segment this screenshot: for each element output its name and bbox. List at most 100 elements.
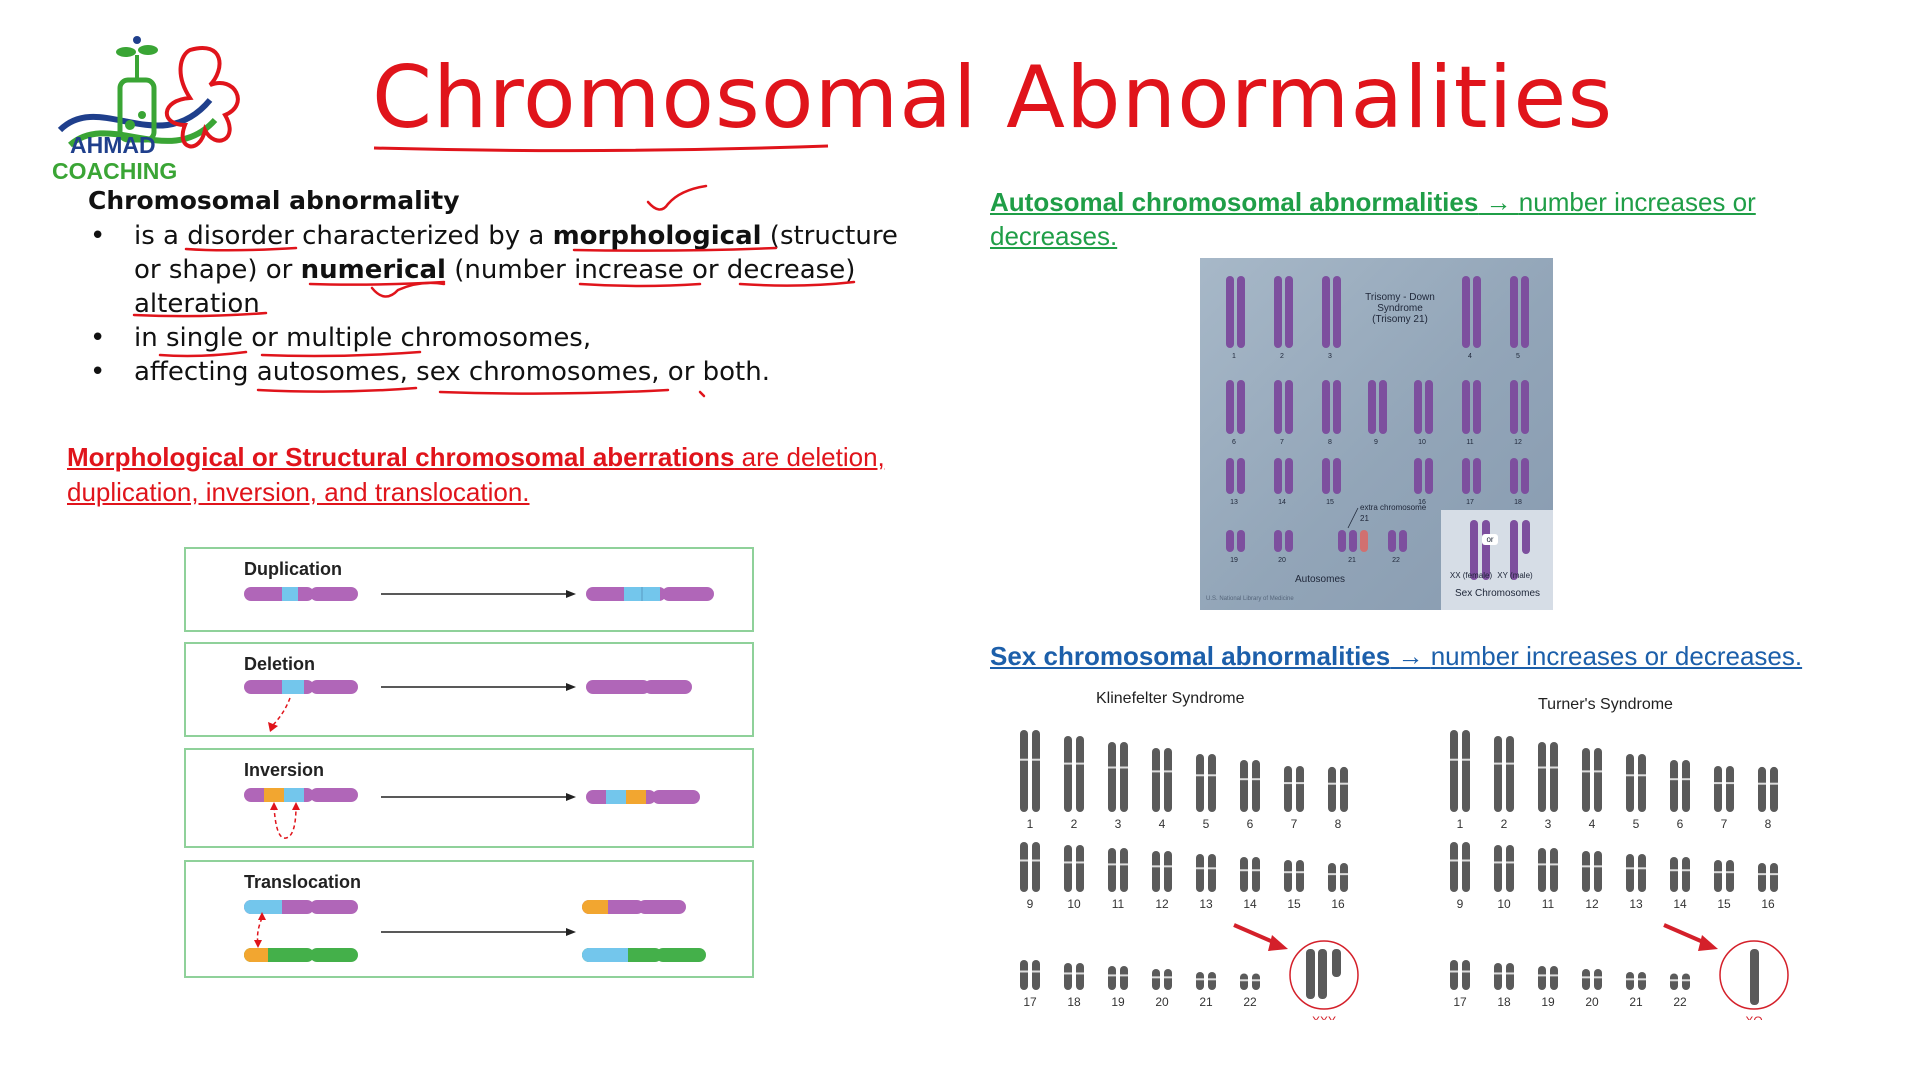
chromosome-band [1770,873,1778,876]
chromosome-band [1494,762,1502,765]
chromosome-8 [1328,766,1336,812]
chromosome-number-label: 19 [1230,557,1238,564]
chromosome-band [1240,869,1248,872]
chromosome-3 [1120,742,1128,812]
chromosome-4 [1152,748,1160,812]
chromosome-band [1284,871,1292,874]
chromosome-number-label: 22 [1392,557,1400,564]
chromosome-12 [1510,380,1518,434]
chromosome-21 [1208,972,1216,990]
chromosome-8 [1340,766,1348,812]
chromosome-5 [1521,276,1529,348]
chromosome-band [1626,978,1634,981]
chromosome-band [1506,972,1514,975]
bullet-item: • is a disorder characterized by a morph… [88,219,938,321]
chromosome-16 [1340,863,1348,892]
chromosome-16 [1758,863,1766,892]
chromosome-band [1328,873,1336,876]
trisomy-label: Trisomy - Down Syndrome (Trisomy 21) [1365,292,1435,325]
chromosome-band [1670,979,1678,982]
chromosome-band [1594,865,1602,868]
bullet-item: • affecting autosomes, sex chromosomes, … [88,355,938,389]
autosomes-label: Autosomes [1294,574,1346,585]
extra-chromosome-pointer [1347,507,1359,529]
chromosome-number-label: 22 [1243,995,1257,1009]
chromosome-20 [1164,969,1172,990]
chromosome-band [1582,770,1590,773]
chromosome-band [1064,762,1072,765]
chromosome-band [1450,859,1458,862]
chromosome-1 [1462,730,1470,812]
chromosome-7 [1714,766,1722,812]
chromosome-band [1252,869,1260,872]
chromosome-band [1064,972,1072,975]
chromosome-number-label: 11 [1112,897,1125,911]
chromosome-2 [1076,736,1084,812]
chromosome-4 [1594,748,1602,812]
image-credit: U.S. National Library of Medicine [1206,596,1294,602]
chromosome-14 [1682,857,1690,892]
chromosome-17 [1032,960,1040,990]
chromosome-14 [1274,458,1282,494]
chromosome-number-label: 17 [1023,995,1037,1009]
chromosome-22 [1388,530,1396,552]
sex-chromosome [1332,949,1341,977]
inversion-label: Inversion [244,760,325,780]
chromosome-band [1506,861,1514,864]
chromosome-10 [1506,845,1514,892]
chromosome-13 [1237,458,1245,494]
klinefelter-title: Klinefelter Syndrome [1096,690,1245,707]
chromosome-number-label: 1 [1457,817,1464,831]
chromosome-5 [1208,754,1216,812]
chromosome-21 [1626,972,1634,990]
chromosome-number-label: 7 [1291,817,1298,831]
chromosome-16 [1414,458,1422,494]
chromosome-number-label: 12 [1585,897,1599,911]
chromosome-22 [1252,973,1260,990]
chromosome-band [1108,863,1116,866]
chromosome-9 [1450,842,1458,892]
deletion-diagram [244,680,692,732]
chromosome-band [1152,770,1160,773]
chromosome-14 [1285,458,1293,494]
chromosome-18 [1506,963,1514,990]
bullet-item: • in single or multiple chromosomes, [88,321,938,355]
chromosome-20 [1274,530,1282,552]
chromosome-20 [1152,969,1160,990]
chromosome-band [1714,782,1722,785]
chromosome-band [1462,859,1470,862]
chromosome-band [1076,861,1084,864]
chromosome-band [1758,873,1766,876]
chromosome-number-label: 20 [1585,995,1599,1009]
chromosome-14 [1240,857,1248,892]
chromosome-11 [1473,380,1481,434]
chromosome-17 [1450,960,1458,990]
chromosome-number-label: 10 [1067,897,1081,911]
chromosome-band [1770,782,1778,785]
bullet-dot: • [90,323,106,353]
chromosome-band [1450,758,1458,761]
chromosome-number-label: 15 [1326,499,1334,506]
chromosome-band [1108,974,1116,977]
chromosome-number-label: 21 [1348,557,1356,564]
chromosome-number-label: 6 [1677,817,1684,831]
chromosome-band [1108,766,1116,769]
chromosome-band [1120,974,1128,977]
chromosome-10 [1414,380,1422,434]
inversion-panel: Inversion [184,748,754,848]
chromosome-number-label: 6 [1247,817,1254,831]
chromosome-band [1164,976,1172,979]
chromosome-8 [1758,766,1766,812]
chromosome-10 [1064,845,1072,892]
chromosome-8 [1322,380,1330,434]
chromosome-22 [1399,530,1407,552]
chromosome-9 [1032,842,1040,892]
chromosome-16 [1770,863,1778,892]
chromosome-18 [1076,963,1084,990]
chromosome-number-label: 8 [1765,817,1772,831]
chromosome-5 [1196,754,1204,812]
chromosome-17 [1473,458,1481,494]
chromosome-3 [1108,742,1116,812]
chromosome-band [1594,976,1602,979]
chromosome-band [1164,865,1172,868]
